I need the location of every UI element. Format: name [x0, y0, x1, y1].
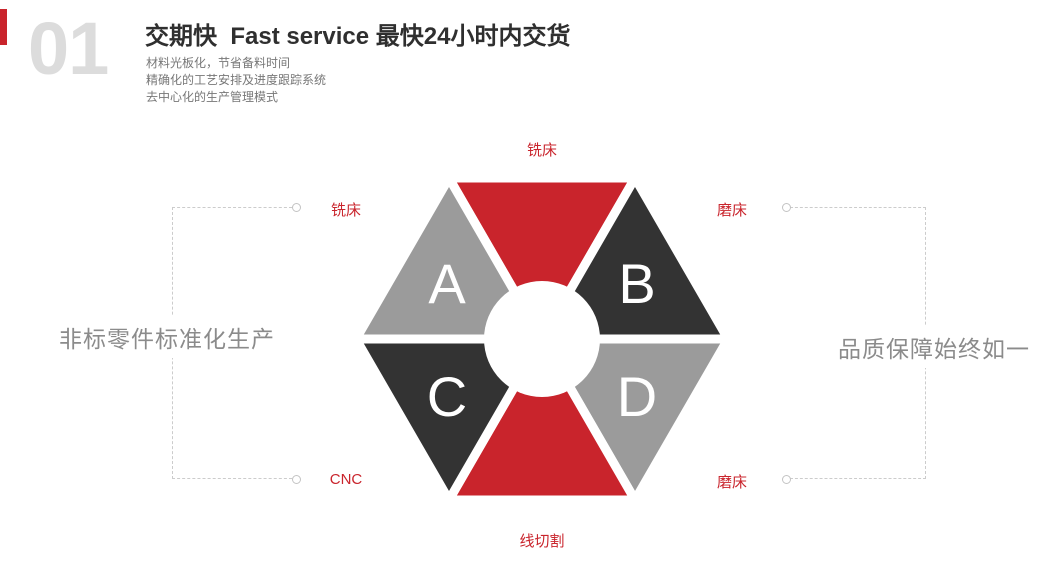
letter-c: C — [427, 365, 467, 428]
letter-a: A — [428, 252, 466, 315]
label-left-bottom: CNC — [329, 471, 363, 488]
label-right-top: 磨床 — [716, 202, 747, 219]
center-circle — [484, 281, 600, 397]
bullet-item: 去中心化的生产管理模式 — [146, 90, 279, 104]
side-caption-left: 非标零件标准化生产 — [37, 316, 297, 358]
side-caption-right: 品质保障始终如一 — [804, 326, 1060, 368]
segment-upper-left — [351, 173, 547, 344]
bullet-list: 材料光板化，节省备料时间 精确化的工艺安排及进度跟踪系统 去中心化的生产管理模式 — [146, 55, 326, 106]
bullet-item: 材料光板化，节省备料时间 — [146, 56, 291, 70]
label-right-bottom: 磨床 — [716, 474, 747, 491]
connector-dot — [292, 475, 301, 484]
label-top: 铣床 — [526, 142, 557, 159]
section-number: 01 — [28, 7, 109, 90]
red-accent-bar — [0, 9, 7, 45]
slide-title: 交期快 Fast service 最快24小时内交货 — [145, 23, 571, 50]
label-bottom: 线切割 — [519, 533, 565, 550]
bullet-item: 精确化的工艺安排及进度跟踪系统 — [146, 73, 327, 87]
letter-d: D — [617, 365, 657, 428]
label-left-top: 铣床 — [330, 202, 361, 219]
letter-b: B — [618, 252, 655, 315]
hexagon-diagram: A B C D — [351, 173, 733, 505]
connector-dot — [782, 475, 791, 484]
connector-dot — [292, 203, 301, 212]
connector-dot — [782, 203, 791, 212]
